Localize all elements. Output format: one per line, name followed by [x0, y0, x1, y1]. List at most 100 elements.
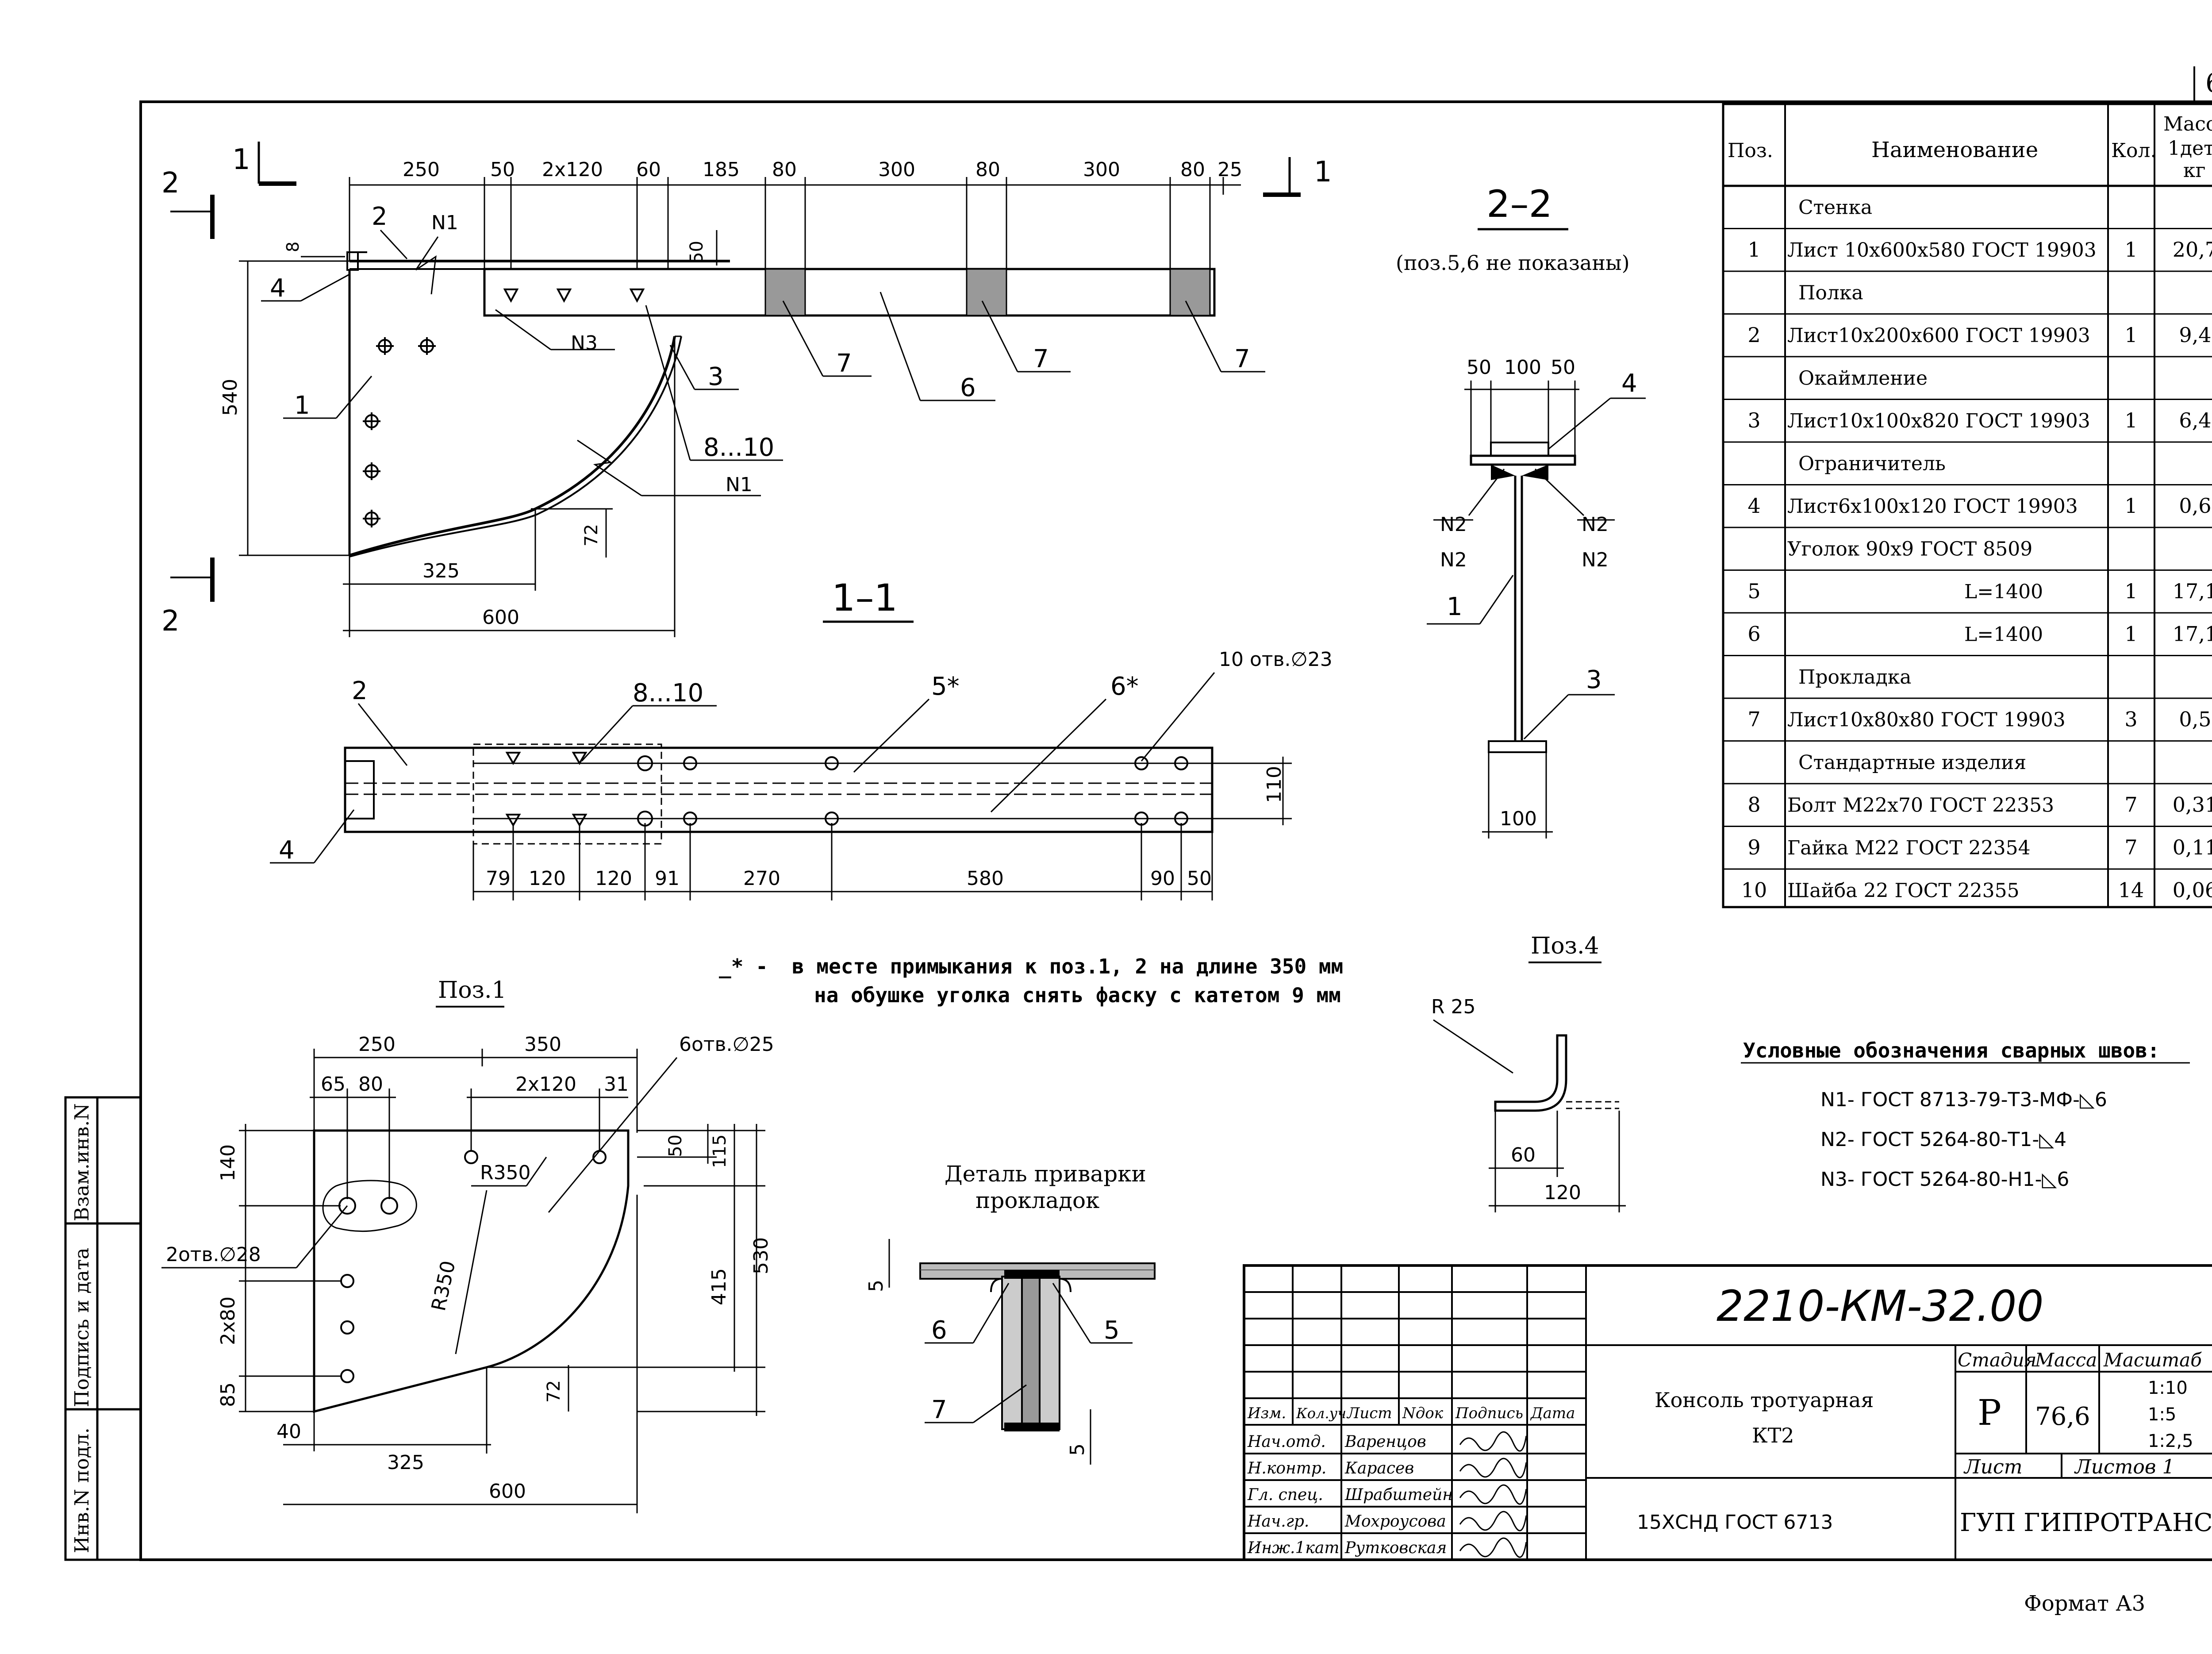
spec-cell-name: Стенка [1798, 196, 1872, 219]
drawing-label: Масса [2163, 113, 2212, 135]
drawing-label: 120 [595, 867, 632, 890]
drawing-label: 8 [283, 242, 303, 252]
drawing-label: 120 [1544, 1181, 1581, 1204]
spec-cell-pos: 3 [1747, 408, 1760, 432]
drawing-label: в месте примыкания к поз.1, 2 на длине 3… [792, 954, 1343, 978]
spec-cell-qty: 1 [2124, 494, 2137, 518]
elevation-view: 250 50 2x120 60 185 80 300 80 300 80 25 … [161, 142, 1332, 638]
sheet-frame [139, 100, 2212, 1561]
drawing-label: Условные обозначения сварных швов: [1743, 1039, 2160, 1062]
drawing-label: 60 [1511, 1144, 1536, 1166]
drawing-label: Поз. [1728, 139, 1773, 162]
signer-name: Рутковская [1344, 1539, 1447, 1557]
drawing-label: 600 [489, 1480, 526, 1503]
side-stamp-text-3: Инв.N подл. [71, 1427, 93, 1553]
drawing-label: 50 [1467, 356, 1491, 379]
drawing-label: 2 [161, 167, 180, 200]
drawing-label: 7 [1234, 345, 1250, 373]
drawing-label: 2–2 [1486, 182, 1552, 226]
drawing-label: 1 [1447, 592, 1463, 621]
spec-cell-name: Окаймление [1798, 367, 1928, 390]
drawing-label: 250 [403, 158, 440, 181]
signer-role: Н.контр. [1247, 1459, 1326, 1477]
drawing-label: Подпись [1455, 1404, 1523, 1422]
drawing-label: 80 [358, 1073, 383, 1096]
drawing-label: 185 [703, 158, 740, 181]
spec-cell-pos: 1 [1747, 238, 1760, 262]
drawing-label: 2 [352, 677, 368, 705]
drawing-label: Деталь приварки [945, 1161, 1146, 1187]
drawing-label: 2x120 [515, 1073, 576, 1096]
drawing-label: 325 [387, 1451, 424, 1474]
drawing-label: 6отв.∅25 [679, 1033, 774, 1056]
spec-cell-name: Болт М22x70 ГОСТ 22353 [1787, 794, 2054, 817]
signer-role: Нач.гр. [1247, 1512, 1309, 1531]
signature [1459, 1431, 1527, 1452]
drawing-label: 79 [486, 867, 511, 890]
signer-name: Мохроусова [1344, 1512, 1446, 1531]
drawing-label: 110 [1263, 766, 1286, 803]
pos4-view: Поз.4 R 25 60 120 [1431, 933, 1626, 1212]
spec-cell-mass: 20,7 [2173, 238, 2212, 262]
drawing-label: 85 [217, 1382, 239, 1407]
drawing-label: 10 отв.∅23 [1219, 648, 1333, 671]
drawing-label: Масса [2035, 1349, 2097, 1371]
drawing-label: Поз.4 [1531, 933, 1599, 959]
drawing-label: 3 [1586, 665, 1602, 694]
drawing-label: 1 [1314, 156, 1332, 188]
drawing-label: прокладок [975, 1188, 1099, 1213]
drawing-label: Наименование [1871, 138, 2038, 162]
drawing-label: R350 [427, 1259, 460, 1313]
drawing-label: 7 [931, 1396, 947, 1424]
side-stamp-text-2: Подпись и дата [71, 1248, 93, 1407]
drawing-label: 72 [581, 524, 602, 546]
drawing-label: Кол. [2111, 139, 2156, 162]
side-stamp-text-1: Взам.инв.N [71, 1103, 93, 1221]
drawing-label: 50 [490, 158, 515, 181]
drawing-label: N3 [571, 332, 598, 354]
drawing-label: 50 [687, 241, 707, 263]
spec-cell-name: Лист 10x600x580 ГОСТ 19903 [1787, 239, 2097, 262]
drawing-label: 8...10 [703, 433, 774, 462]
signature [1459, 1537, 1527, 1558]
spec-cell-qty: 1 [2124, 579, 2137, 603]
signature [1459, 1511, 1527, 1531]
drawing-label: 5 [865, 1280, 887, 1292]
spec-cell-mass: 0,31 [2173, 793, 2212, 817]
spec-cell-mass: 0,11 [2173, 835, 2212, 859]
spec-cell-mass: 17,1 [2173, 622, 2212, 646]
drawing-label: Кол.уч [1296, 1405, 1346, 1422]
drawing-label: 1 [294, 391, 310, 420]
drawing-label: N2 [1440, 513, 1467, 536]
drawing-label: 4 [279, 836, 295, 865]
drawing-label: 2 [372, 202, 388, 231]
drawing-label: ГУП ГИПРОТРАНСПУТЬ [1960, 1508, 2212, 1537]
spec-cell-pos: 5 [1747, 579, 1760, 603]
drawing-label: 300 [1083, 158, 1120, 181]
drawing-label: 2 [161, 605, 180, 638]
spec-cell-name: Лист10x100x820 ГОСТ 19903 [1787, 410, 2090, 432]
drawing-label: 60 [636, 158, 661, 181]
drawing-label: N1- ГОСТ 8713-79-Т3-МФ-◺6 [1820, 1089, 2107, 1111]
sheet-number: 69 [2205, 68, 2212, 99]
drawing-label: Дата [1530, 1404, 1575, 1422]
spec-cell-pos: 4 [1747, 494, 1760, 518]
drawing-label: 2x80 [217, 1296, 239, 1345]
spec-cell-name: Ограничитель [1798, 453, 1946, 475]
weld-detail: Деталь приварки прокладок 5 5 6 5 7 [865, 1161, 1156, 1465]
drawing-label: 115 [710, 1135, 730, 1168]
section-1-1-label: 1–1 [832, 576, 898, 619]
plan-view: 79 120 120 91 270 580 90 50 110 2 4 8...… [270, 648, 1333, 900]
drawing-label: N2 [1582, 549, 1609, 571]
drawing-label: 76,6 [2035, 1402, 2090, 1431]
title-block: Изм. Кол.уч Лист Nдок Подпись Дата Нач.о… [1243, 1264, 2212, 1561]
drawing-label: 65 [321, 1073, 346, 1096]
spec-cell-qty: 1 [2124, 323, 2137, 347]
spec-cell-qty: 14 [2118, 878, 2144, 902]
spec-cell-pos: 2 [1747, 323, 1760, 347]
drawing-label: R 25 [1431, 996, 1476, 1018]
drawing-label: Консоль тротуарная [1655, 1388, 1874, 1412]
drawing-label: Стадия [1958, 1349, 2036, 1371]
drawing-label: _* - [719, 954, 768, 978]
spec-cell-name: Лист6x100x120 ГОСТ 19903 [1787, 495, 2078, 518]
